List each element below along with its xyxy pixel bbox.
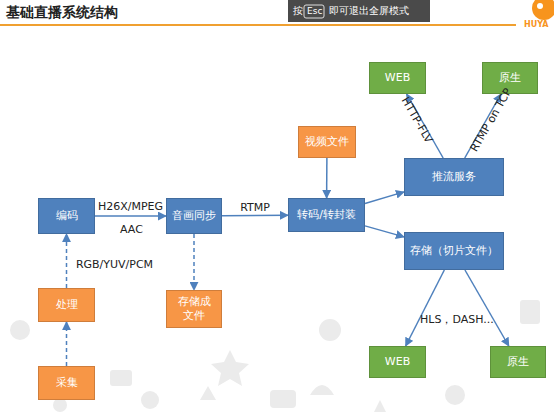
node-label: 处理	[56, 298, 78, 312]
pattern-icon	[141, 391, 159, 409]
bar-text: 即可退出全屏模式	[329, 6, 409, 16]
slide-title: 基础直播系统结构	[6, 5, 118, 19]
process-box: 音画同步	[166, 198, 222, 234]
pattern-icon	[310, 385, 334, 395]
flow-arrow	[465, 270, 509, 346]
flow-arrow	[365, 226, 404, 237]
pattern-icon	[361, 400, 399, 412]
client-box: WEB	[369, 62, 426, 94]
key-label: Esc	[307, 7, 322, 16]
process-box: 转码/转封装	[288, 198, 365, 232]
source-box: 视频文件	[298, 126, 356, 158]
flow-arrow	[365, 192, 404, 204]
pattern-icon	[53, 398, 67, 412]
title-underline	[0, 24, 516, 26]
node-label: 编码	[56, 209, 78, 223]
node-label: WEB	[385, 71, 410, 85]
logo-mascot	[532, 0, 554, 20]
step-box: 存储成文件	[166, 290, 222, 328]
node-label: 视频文件	[305, 135, 349, 149]
step-box: 处理	[38, 288, 95, 322]
dashed-arrow	[66, 322, 68, 366]
node-label: 推流服务	[432, 170, 476, 184]
pattern-icon	[319, 319, 341, 341]
pattern-icon	[445, 385, 465, 405]
flow-arrow	[406, 270, 445, 346]
pattern-icon	[270, 390, 296, 408]
edge-label: RGB/YUV/PCM	[76, 259, 153, 270]
dashed-arrow	[193, 234, 195, 290]
pattern-icon	[10, 320, 30, 340]
pattern-icon	[211, 350, 249, 386]
client-box: 原生	[490, 346, 546, 378]
node-label: 原生	[499, 71, 521, 85]
key-frame	[304, 5, 324, 18]
node-label: 存储成文件	[176, 295, 212, 323]
format-label: AAC	[120, 224, 143, 235]
edge-label: HTTP-FLV	[399, 95, 434, 144]
bar-text: 按	[293, 6, 303, 16]
node-label: 音画同步	[172, 209, 216, 223]
edge-label: RTMP	[240, 201, 270, 212]
node-label: 原生	[507, 355, 529, 369]
protocol-label: HLS，DASH...	[420, 314, 494, 325]
dashed-arrow	[66, 234, 68, 288]
flow-arrow	[95, 215, 166, 217]
edge-label: H26X/MPEG	[98, 201, 163, 212]
process-box: 推流服务	[404, 158, 504, 196]
step-box: 采集	[38, 366, 95, 400]
edge-label: RTMP on TCP	[468, 87, 513, 154]
flow-arrow	[222, 215, 288, 217]
pattern-icon	[110, 370, 132, 386]
logo-text: HUYA	[524, 21, 548, 29]
pattern-icon	[200, 386, 216, 400]
flow-arrow	[326, 158, 328, 198]
logo-eye	[537, 3, 543, 9]
node-label: 存储（切片文件）	[410, 244, 498, 258]
node-label: 转码/转封装	[297, 208, 356, 222]
node-label: 采集	[56, 376, 78, 390]
process-box: 存储（切片文件）	[404, 232, 504, 270]
pattern-icon	[520, 300, 540, 324]
client-box: WEB	[369, 346, 426, 378]
fullscreen-bar	[288, 0, 430, 22]
node-label: WEB	[385, 355, 410, 369]
process-box: 编码	[38, 198, 95, 234]
